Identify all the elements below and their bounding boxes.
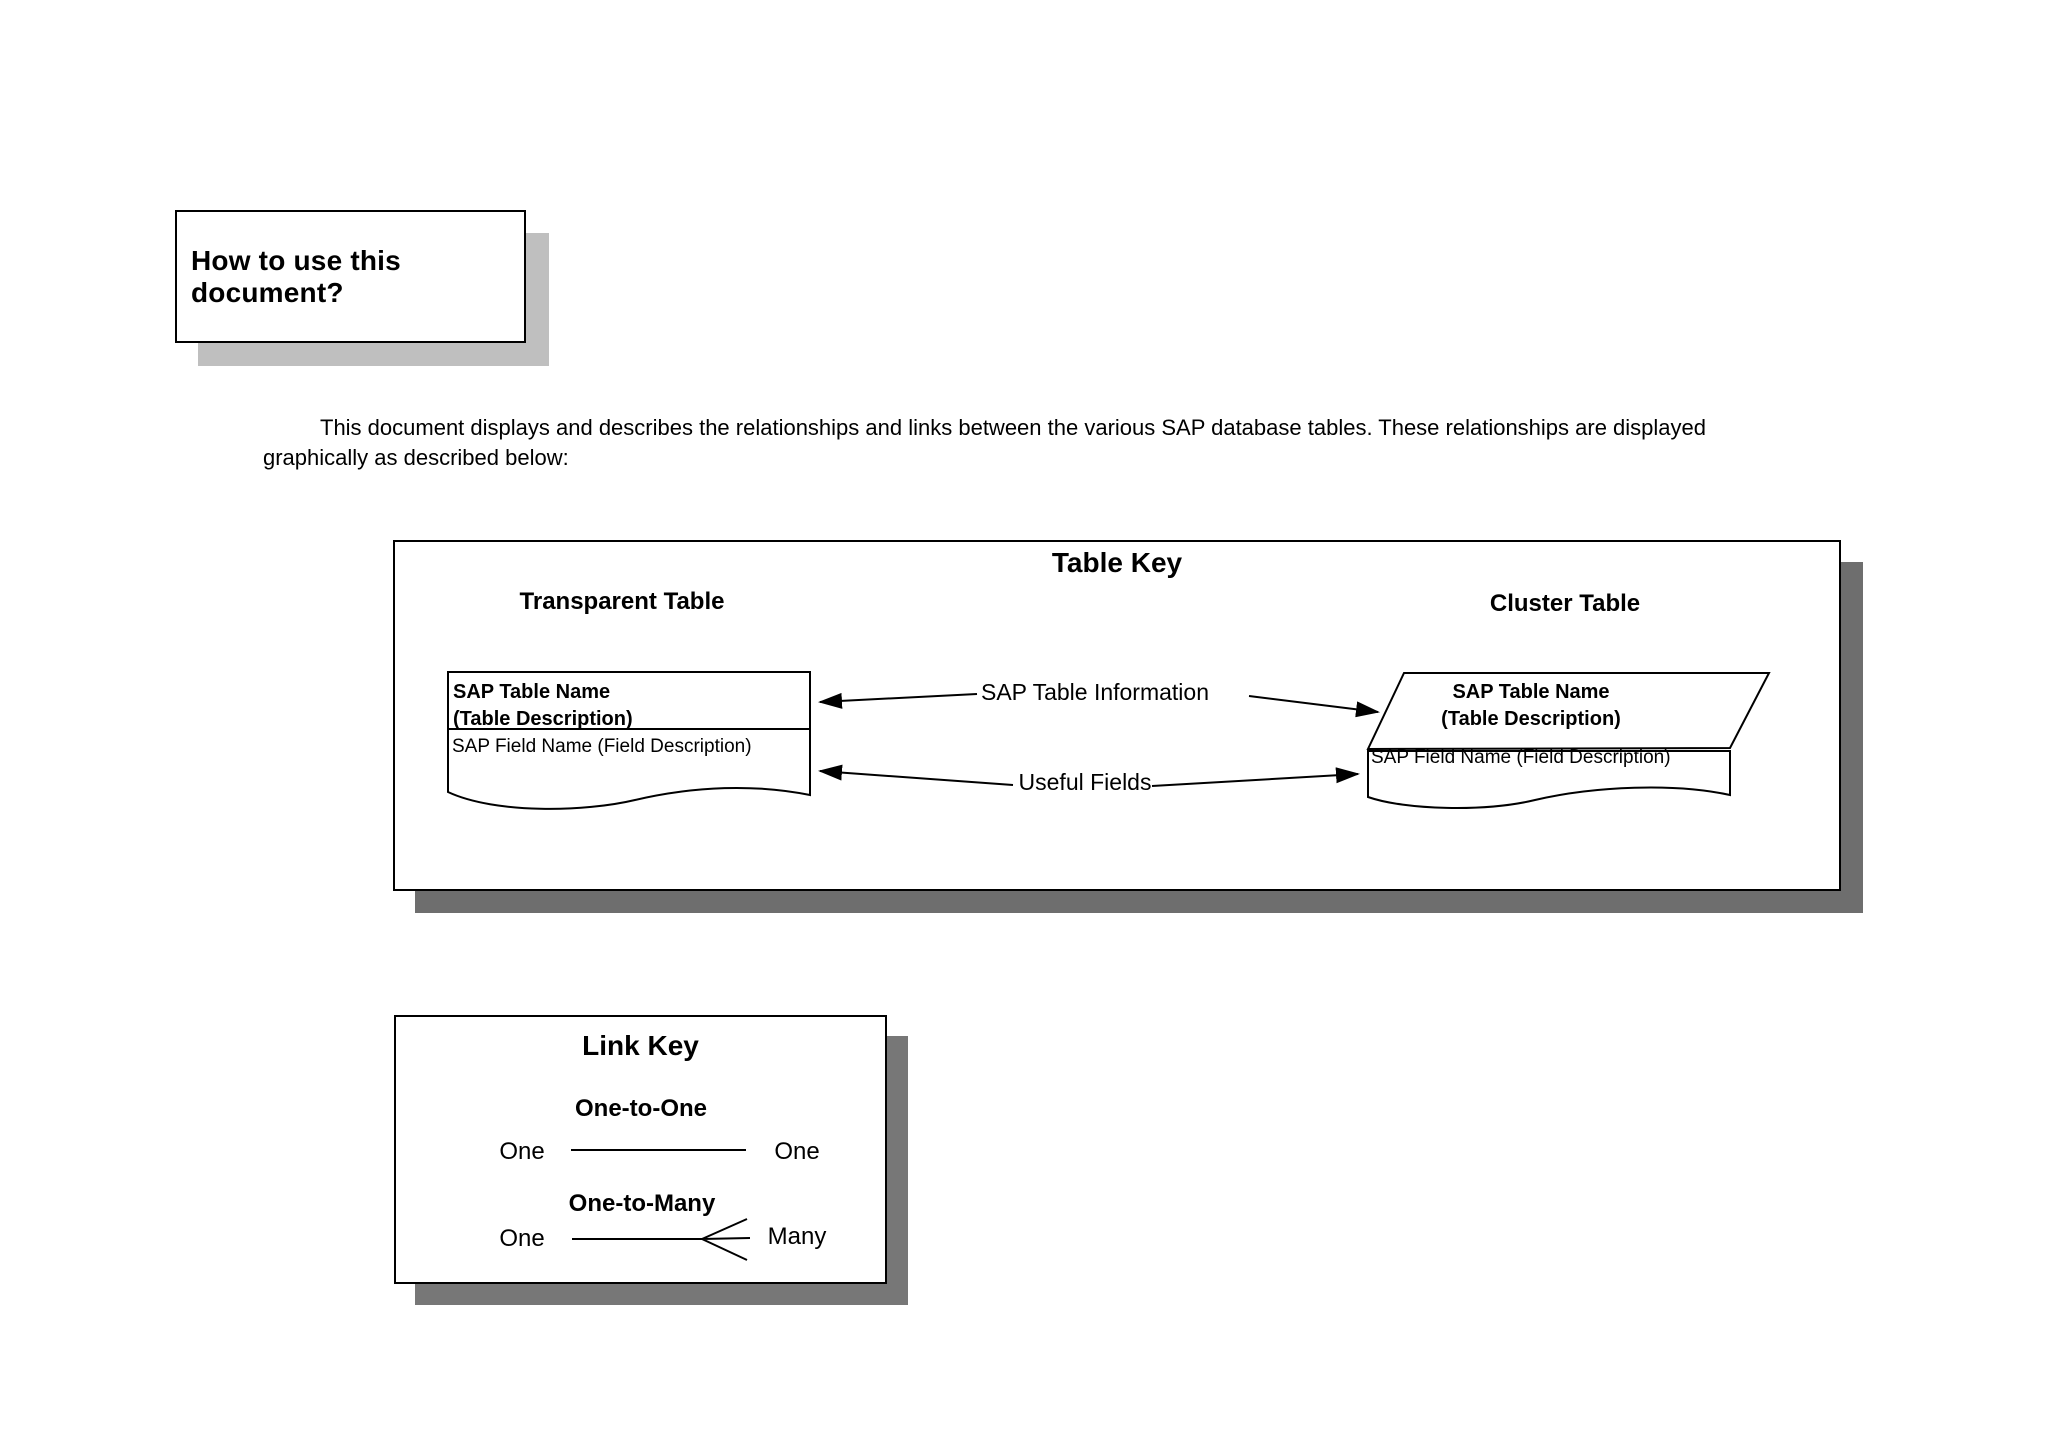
link-key-diagram bbox=[571, 1149, 751, 1261]
useful-fields-arrow-left bbox=[818, 764, 1014, 786]
useful-fields-arrow-right bbox=[1151, 767, 1360, 787]
link-key-title: Link Key bbox=[582, 1030, 699, 1061]
table-key-panel: Table Key Transparent Table Cluster Tabl… bbox=[393, 540, 1841, 891]
cluster-table-description: (Table Description) bbox=[1441, 708, 1621, 730]
cluster-table-shape bbox=[1366, 672, 1771, 751]
intro-paragraph: This document displays and describes the… bbox=[263, 415, 1707, 470]
one-to-one-left-endpoint: One bbox=[499, 1138, 545, 1165]
one-to-many-left-endpoint: One bbox=[499, 1225, 545, 1252]
cluster-table-field: SAP Field Name (Field Description) bbox=[1371, 747, 1671, 768]
crow-foot-icon bbox=[701, 1218, 751, 1261]
transparent-table-description: (Table Description) bbox=[453, 708, 633, 730]
cluster-field-shape bbox=[1367, 750, 1731, 809]
one-to-many-label: One-to-Many bbox=[568, 1190, 716, 1217]
one-to-one-right-endpoint: One bbox=[774, 1138, 820, 1165]
useful-fields-label: Useful Fields bbox=[1018, 769, 1152, 795]
heading-box: How to use this document? bbox=[175, 210, 526, 343]
table-key-diagram bbox=[447, 671, 1771, 810]
cluster-table-label: Cluster Table bbox=[1489, 590, 1641, 617]
one-to-one-label: One-to-One bbox=[575, 1095, 707, 1122]
sap-table-information-label: SAP Table Information bbox=[980, 679, 1209, 705]
cluster-table-header: SAP Table Name (Table Description) bbox=[1366, 679, 1696, 733]
transparent-table-field: SAP Field Name (Field Description) bbox=[452, 736, 752, 757]
transparent-table-shape bbox=[447, 671, 811, 810]
table-key-title: Table Key bbox=[1051, 547, 1183, 578]
link-key-panel: Link Key One-to-One One One One-to-Many … bbox=[394, 1015, 887, 1284]
table-info-arrow-right bbox=[1248, 695, 1380, 718]
one-to-many-right-endpoint: Many bbox=[767, 1223, 827, 1250]
transparent-table-name: SAP Table Name bbox=[453, 681, 611, 703]
heading-title: How to use this document? bbox=[191, 244, 401, 308]
table-info-arrow-left bbox=[818, 692, 978, 709]
transparent-table-label: Transparent Table bbox=[519, 588, 725, 615]
transparent-table-header: SAP Table Name (Table Description) bbox=[453, 679, 803, 733]
cluster-table-name: SAP Table Name bbox=[1452, 681, 1610, 703]
